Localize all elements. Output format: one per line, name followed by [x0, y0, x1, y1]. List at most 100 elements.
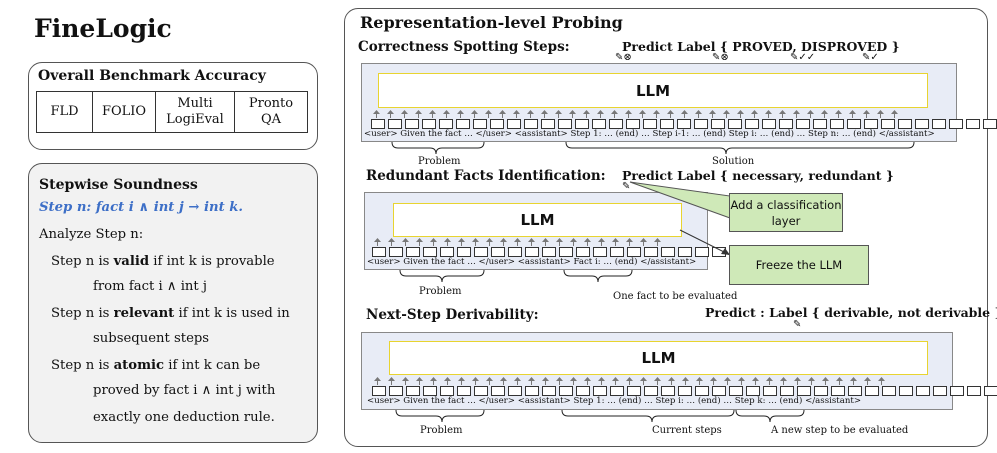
up-arrow-icon — [791, 110, 802, 118]
up-arrow-icon — [638, 377, 649, 385]
token-square — [439, 119, 453, 129]
braces-3 — [395, 409, 805, 423]
up-arrow-icon — [442, 377, 453, 385]
up-arrow-icon — [834, 377, 845, 385]
up-arrow-icon — [820, 377, 831, 385]
token-square — [542, 386, 556, 396]
up-arrow-icon — [679, 110, 690, 118]
token-square — [559, 247, 573, 257]
token-square — [610, 247, 624, 257]
token-square — [593, 386, 607, 396]
token-square — [745, 119, 759, 129]
token-square — [898, 119, 912, 129]
token-square — [388, 119, 402, 129]
up-arrow-icon — [539, 110, 550, 118]
up-arrow-icon — [441, 110, 452, 118]
token-square — [967, 386, 981, 396]
token-square — [831, 386, 845, 396]
token-square — [440, 247, 454, 257]
token-square — [389, 386, 403, 396]
brace-label-solution: Solution — [712, 156, 755, 167]
token-square — [916, 386, 930, 396]
token-row-2 — [372, 247, 726, 257]
benchmark-cell: Multi LogiEval — [155, 91, 235, 133]
token-square — [422, 119, 436, 129]
pencil-cross-icon: ✎⊗ — [615, 52, 632, 63]
token-square — [389, 247, 403, 257]
token-square — [915, 119, 929, 129]
token-square — [610, 386, 624, 396]
up-arrow-icon — [609, 110, 620, 118]
up-arrow-icon — [427, 110, 438, 118]
token-square — [609, 119, 623, 129]
token-square — [423, 386, 437, 396]
up-arrow-icon — [470, 377, 481, 385]
soundness-panel: Stepwise Soundness Step n: fact i ∧ int … — [28, 163, 318, 443]
token-square — [728, 119, 742, 129]
up-arrow-icon — [511, 110, 522, 118]
section1-predict-label: Predict Label { PROVED, DISPROVED } — [622, 39, 900, 54]
up-arrow-icon — [596, 377, 607, 385]
up-arrow-icon — [624, 238, 635, 246]
token-arrows-1 — [371, 110, 900, 118]
pencil-cross-icon: ✎⊗ — [712, 52, 729, 63]
brace-label-problem-2: Problem — [419, 286, 462, 297]
up-arrow-icon — [848, 377, 859, 385]
token-square — [576, 386, 590, 396]
up-arrow-icon — [750, 377, 761, 385]
up-arrow-icon — [680, 377, 691, 385]
token-square — [932, 119, 946, 129]
up-arrow-icon — [428, 377, 439, 385]
up-arrow-icon — [610, 377, 621, 385]
sequence-text-3: <user> Given the fact … </user> <assista… — [367, 396, 862, 406]
token-square — [848, 386, 862, 396]
up-arrow-icon — [806, 377, 817, 385]
pencil-icon: ✎ — [622, 181, 631, 192]
up-arrow-icon — [399, 110, 410, 118]
brace-label-problem-3: Problem — [420, 425, 463, 436]
up-arrow-icon — [512, 377, 523, 385]
token-square — [372, 247, 386, 257]
benchmark-cell: FLD — [36, 91, 93, 133]
atomic-keyword: atomic — [113, 358, 165, 373]
up-arrow-icon — [554, 238, 565, 246]
callout-freeze-llm: Freeze the LLM — [729, 245, 869, 285]
section3-predict-label: Predict : Label { derivable, not derivab… — [705, 305, 997, 320]
token-square — [865, 386, 879, 396]
up-arrow-icon — [764, 377, 775, 385]
callout-add-classification-layer: Add a classification layer — [729, 193, 843, 232]
up-arrow-icon — [665, 110, 676, 118]
up-arrow-icon — [554, 377, 565, 385]
token-square — [882, 386, 896, 396]
token-square — [576, 247, 590, 257]
token-row-1 — [371, 119, 997, 129]
token-square — [678, 247, 692, 257]
token-square — [592, 119, 606, 129]
up-arrow-icon — [694, 377, 705, 385]
up-arrow-icon — [707, 110, 718, 118]
token-square — [814, 386, 828, 396]
up-arrow-icon — [525, 110, 536, 118]
up-arrow-icon — [721, 110, 732, 118]
token-square — [729, 386, 743, 396]
up-arrow-icon — [567, 110, 578, 118]
token-square — [678, 386, 692, 396]
up-arrow-icon — [805, 110, 816, 118]
token-square — [695, 247, 709, 257]
up-arrow-icon — [778, 377, 789, 385]
token-square — [763, 386, 777, 396]
token-square — [643, 119, 657, 129]
up-arrow-icon — [596, 238, 607, 246]
token-square — [660, 119, 674, 129]
up-arrow-icon — [568, 238, 579, 246]
up-arrow-icon — [497, 110, 508, 118]
up-arrow-icon — [666, 377, 677, 385]
token-square — [813, 119, 827, 129]
up-arrow-icon — [540, 238, 551, 246]
soundness-title: Stepwise Soundness — [39, 177, 198, 193]
token-square — [762, 119, 776, 129]
token-square — [371, 119, 385, 129]
brace-label-problem-1: Problem — [418, 156, 461, 167]
up-arrow-icon — [442, 238, 453, 246]
up-arrow-icon — [483, 110, 494, 118]
